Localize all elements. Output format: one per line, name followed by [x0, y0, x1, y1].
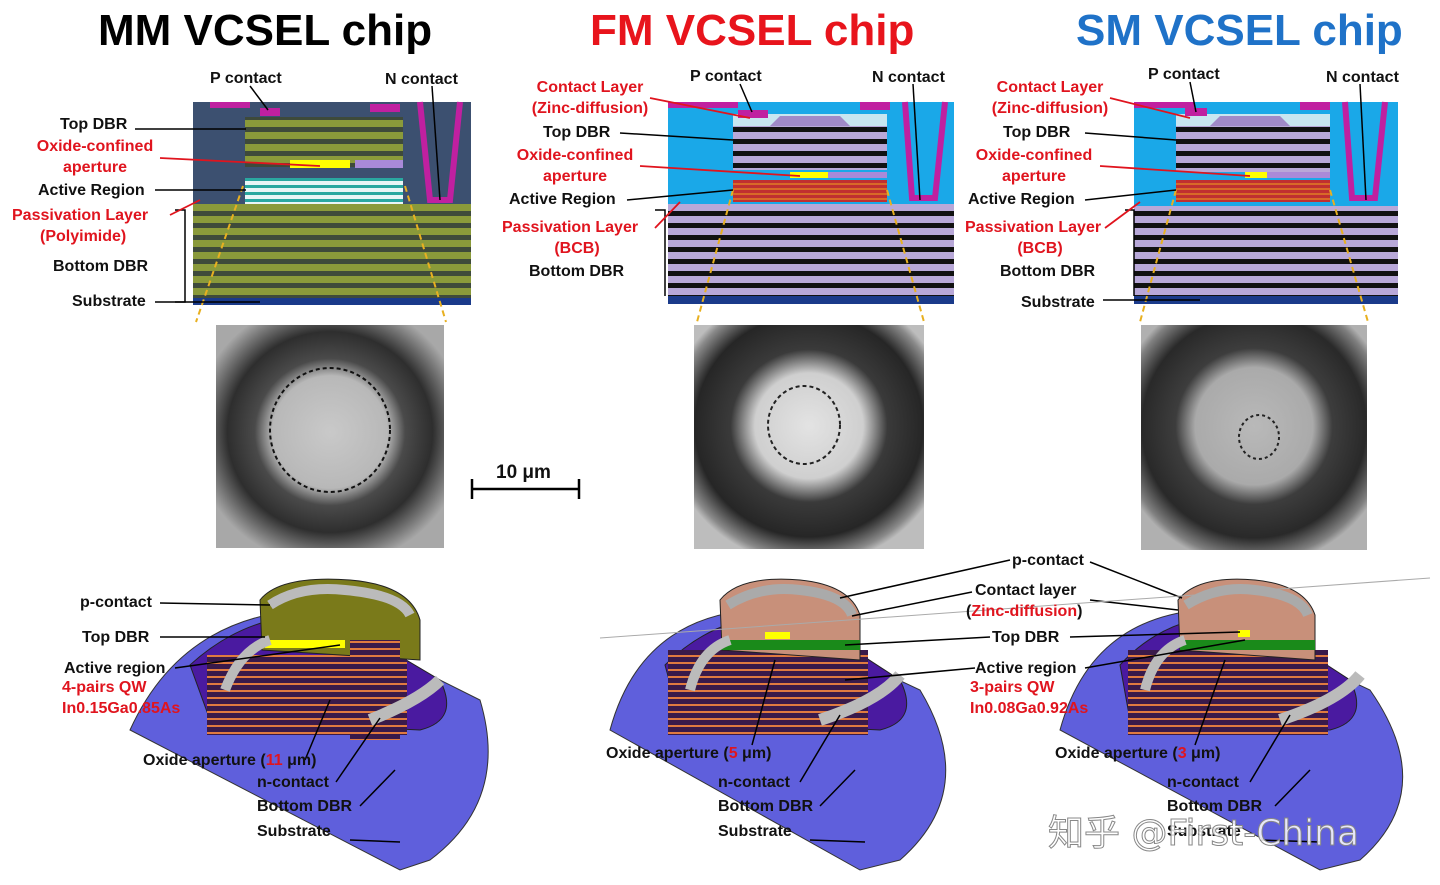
- fm3d-substrate-label: Substrate: [718, 823, 792, 840]
- mm3d-oxide-label: Oxide aperture (11 μm): [143, 752, 317, 769]
- mm3d-top-dbr-label: Top DBR: [82, 629, 150, 646]
- fm-top-dbr-label: Top DBR: [543, 124, 611, 141]
- shared3d-material-label: In0.08Ga0.92As: [970, 700, 1089, 717]
- mm-aperture-photo: [216, 325, 444, 548]
- sm3d-bottom-dbr-label: Bottom DBR: [1167, 798, 1263, 815]
- fm-oxide-label: Oxide-confined: [516, 147, 634, 164]
- mm3d-material-label: In0.15Ga0.85As: [62, 700, 181, 717]
- mm3d-active-label: Active region: [64, 660, 166, 677]
- scale-bar: [470, 479, 581, 499]
- sm-contact-layer-label: Contact Layer: [996, 79, 1104, 96]
- shared3d-qw-label: 3-pairs QW: [970, 679, 1055, 696]
- sm-bcb-label: (BCB): [1017, 240, 1063, 257]
- mm3d-bottom-dbr-label: Bottom DBR: [257, 798, 353, 815]
- mm3d-p-contact-label: p-contact: [80, 594, 152, 611]
- sm-top-dbr-label: Top DBR: [1003, 124, 1071, 141]
- shared3d-active-label: Active region: [975, 660, 1077, 677]
- leader-lines-bottom: [159, 559, 1321, 843]
- fm-3d-model: [609, 578, 947, 871]
- sm-active-label: Active Region: [968, 191, 1075, 208]
- fm-n-contact-label: N contact: [872, 69, 945, 86]
- fm-title: FM VCSEL chip: [590, 6, 915, 55]
- fm-passivation-label: Passivation Layer: [502, 219, 639, 236]
- fm3d-bottom-dbr-label: Bottom DBR: [718, 798, 814, 815]
- mm-polyimide-label: (Polyimide): [40, 228, 127, 245]
- sm3d-substrate-label: Substrate: [1167, 823, 1241, 840]
- mm-aperture-label: aperture: [62, 159, 128, 176]
- fm3d-n-contact-label: n-contact: [718, 774, 790, 791]
- fm-active-label: Active Region: [509, 191, 616, 208]
- ghost-line: [599, 577, 1431, 639]
- leader-lines-red: [159, 97, 1251, 229]
- sm-cross-section: [1134, 101, 1398, 304]
- sm-passivation-label: Passivation Layer: [965, 219, 1102, 236]
- sm3d-n-contact-label: n-contact: [1167, 774, 1239, 791]
- mm-oxide-label: Oxide-confined: [36, 138, 154, 155]
- shared3d-top-dbr-label: Top DBR: [992, 629, 1060, 646]
- scale-bar-label: 10 μm: [496, 462, 551, 483]
- fm-bcb-label: (BCB): [554, 240, 600, 257]
- fm-aperture-photo: [694, 325, 924, 549]
- shared3d-contact-layer-label: Contact layer: [975, 582, 1077, 599]
- mm-active-label: Active Region: [38, 182, 145, 199]
- sm-3d-model: [1059, 578, 1404, 871]
- mm-title: MM VCSEL chip: [98, 6, 433, 55]
- watermark: 知乎 @First-China: [1047, 813, 1360, 855]
- mm-cross-section: [193, 101, 471, 305]
- sm3d-oxide-label: Oxide aperture (3 μm): [1055, 745, 1221, 762]
- mm-substrate-label: Substrate: [72, 293, 146, 310]
- mm3d-n-contact-label: n-contact: [257, 774, 329, 791]
- fm-p-contact-label: P contact: [690, 68, 762, 85]
- mm-n-contact-label: N contact: [385, 71, 458, 88]
- sm-bottom-dbr-label: Bottom DBR: [1000, 263, 1096, 280]
- sm-substrate-label: Substrate: [1021, 294, 1095, 311]
- fm-contact-layer-label: Contact Layer: [536, 79, 644, 96]
- fm-aperture-label: aperture: [542, 168, 608, 185]
- sm-zinc-label: (Zinc-diffusion): [991, 100, 1109, 117]
- fm-zinc-label: (Zinc-diffusion): [531, 100, 649, 117]
- mm3d-qw-label: 4-pairs QW: [62, 679, 147, 696]
- mm-passivation-label: Passivation Layer: [12, 207, 149, 224]
- shared3d-zinc-label: (Zinc-diffusion): [966, 603, 1083, 620]
- mm-3d-model: [129, 578, 489, 871]
- sm-aperture-label: aperture: [1001, 168, 1067, 185]
- mm3d-substrate-label: Substrate: [257, 823, 331, 840]
- leader-lines-top: [135, 81, 1367, 303]
- shared3d-p-contact-label: p-contact: [1012, 552, 1084, 569]
- sm-title: SM VCSEL chip: [1076, 6, 1403, 55]
- sm-p-contact-label: P contact: [1148, 66, 1220, 83]
- sm-oxide-label: Oxide-confined: [975, 147, 1093, 164]
- mm-top-dbr-label: Top DBR: [60, 116, 128, 133]
- fm-bottom-dbr-label: Bottom DBR: [529, 263, 625, 280]
- sm-n-contact-label: N contact: [1326, 69, 1399, 86]
- fm-cross-section: [668, 101, 954, 304]
- fm3d-oxide-label: Oxide aperture (5 μm): [606, 745, 772, 762]
- mm-bottom-dbr-label: Bottom DBR: [53, 258, 149, 275]
- sm-aperture-photo: [1141, 325, 1367, 550]
- mm-p-contact-label: P contact: [210, 70, 282, 87]
